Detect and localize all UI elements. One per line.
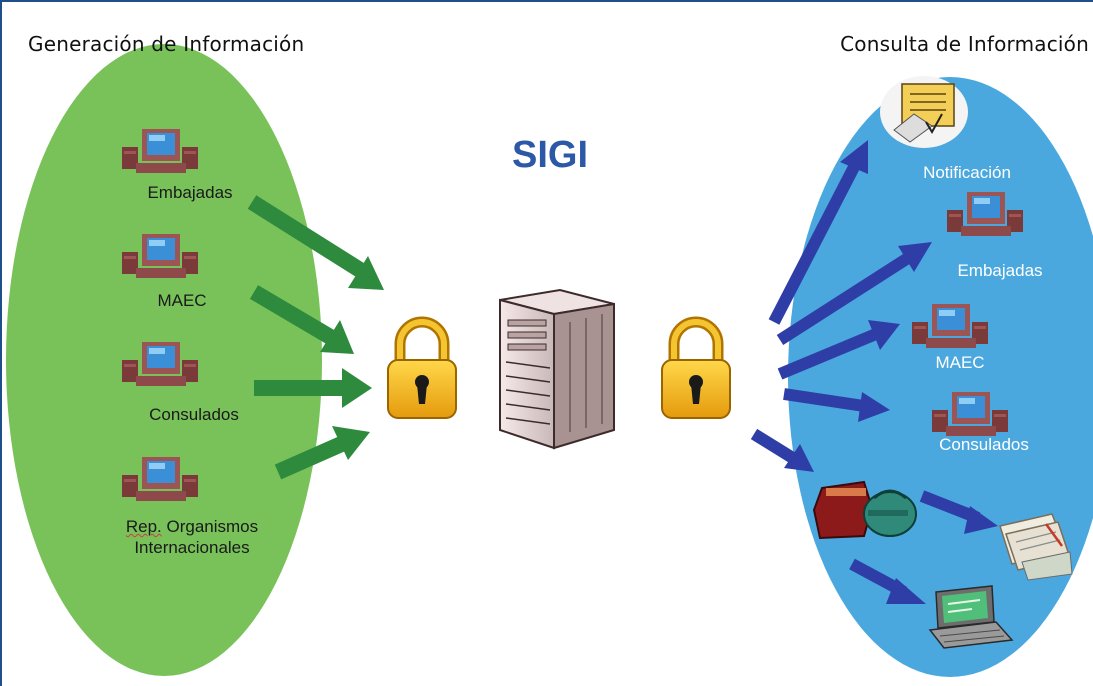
arrow-embajadas-in bbox=[247, 195, 384, 290]
node-label-rep-suffix: Organismos bbox=[161, 517, 259, 536]
node-label-embajadas: Embajadas bbox=[147, 183, 233, 202]
green-arrows bbox=[247, 195, 384, 480]
arrow-out-documents bbox=[919, 490, 998, 534]
arrow-out-maec bbox=[777, 320, 900, 380]
arrow-out-embajadas bbox=[776, 242, 932, 346]
node-label-embajadas-consulta: Embajadas bbox=[957, 261, 1043, 280]
node-label-rep-line2: Internacionales bbox=[134, 538, 250, 557]
laptop-icon bbox=[928, 585, 1014, 649]
node-label-consulados: Consulados bbox=[149, 405, 239, 424]
node-label-consulados-consulta: Consulados bbox=[939, 435, 1029, 454]
node-label-maec-consulta: MAEC bbox=[935, 353, 985, 372]
arrow-consulados-in bbox=[254, 368, 372, 408]
generation-heading: Generación de Información bbox=[28, 32, 305, 56]
padlock-icon bbox=[662, 322, 730, 418]
node-label-rep-organismos: Rep. Organismos Internacionales bbox=[126, 516, 258, 558]
server-tower-icon bbox=[499, 288, 615, 450]
node-label-maec: MAEC bbox=[157, 291, 207, 310]
system-title: SIGI bbox=[512, 134, 589, 176]
blue-arrows bbox=[750, 140, 998, 604]
arrow-out-laptop bbox=[849, 558, 926, 604]
node-label-rep-prefix: Rep. bbox=[125, 517, 162, 536]
padlock-icon bbox=[388, 322, 456, 418]
document-papers-icon bbox=[999, 513, 1073, 581]
arrow-out-consulados bbox=[783, 388, 890, 422]
arrow-out-notificacion bbox=[768, 140, 868, 325]
arrow-out-luggage bbox=[750, 428, 814, 472]
travel-luggage-icon bbox=[812, 480, 917, 540]
notification-document-icon bbox=[880, 76, 968, 148]
arrow-rep-in bbox=[274, 426, 370, 480]
arrow-maec-in bbox=[249, 285, 354, 354]
consultation-heading: Consulta de Información bbox=[840, 32, 1089, 56]
node-label-notificacion: Notificación bbox=[923, 163, 1011, 182]
